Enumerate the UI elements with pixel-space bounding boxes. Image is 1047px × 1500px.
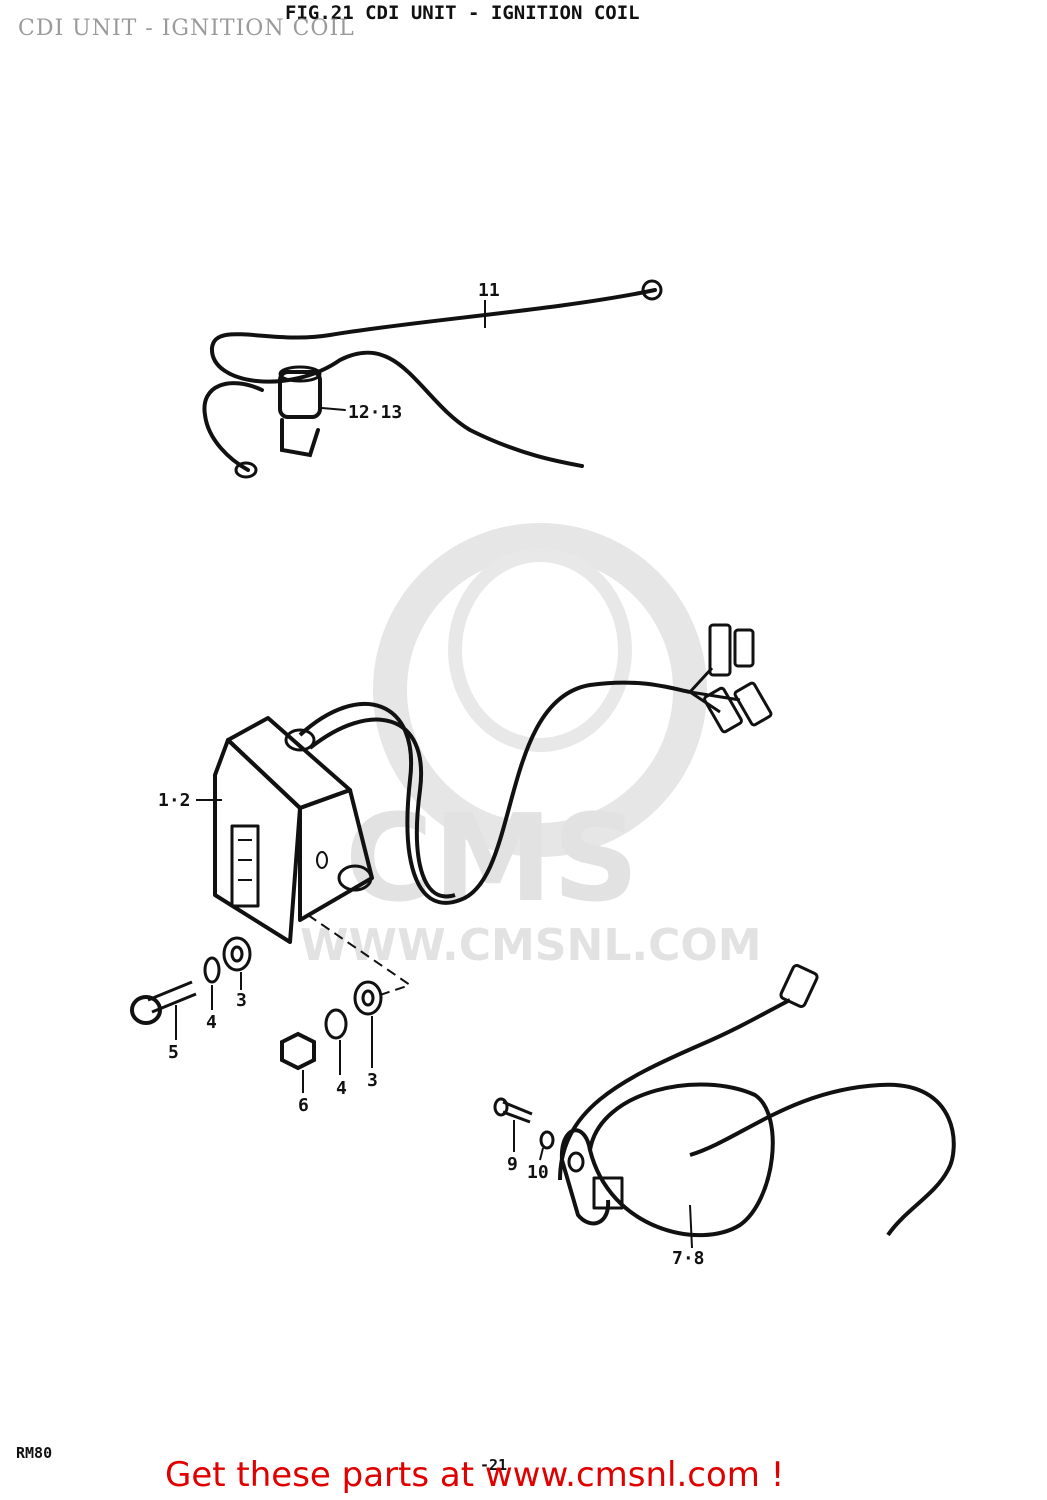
watermark-url-text: WWW.CMSNL.COM (300, 920, 762, 971)
callout-3-left: 3 (236, 990, 247, 1011)
callout-9: 9 (507, 1154, 518, 1175)
callout-4-right: 4 (336, 1078, 347, 1099)
parts-link[interactable]: Get these parts at www.cmsnl.com ! (165, 1455, 785, 1495)
callout-10: 10 (527, 1162, 549, 1183)
callout-12-13: 12·13 (348, 402, 402, 423)
leader-lines (175, 300, 693, 1249)
ignition-coil (493, 964, 956, 1238)
figure-title: FIG.21 CDI UNIT - IGNITION COIL (285, 2, 640, 24)
callout-5: 5 (168, 1042, 179, 1063)
page-number: -21 (480, 1456, 508, 1474)
lead-wire-assembly (202, 279, 663, 479)
callout-11: 11 (478, 280, 500, 301)
callout-1-2: 1·2 (158, 790, 191, 811)
callout-7-8: 7·8 (672, 1248, 705, 1269)
cdi-unit (213, 623, 773, 944)
mounting-hardware (130, 914, 411, 1071)
callout-6: 6 (298, 1095, 309, 1116)
callout-4-left: 4 (206, 1012, 217, 1033)
model-code: RM80 (16, 1444, 53, 1462)
cmsnl-watermark: CMS WWW.CMSNL.COM (300, 523, 762, 971)
page-title: CDI UNIT - IGNITION COIL (18, 16, 355, 41)
callout-3-right: 3 (367, 1070, 378, 1091)
